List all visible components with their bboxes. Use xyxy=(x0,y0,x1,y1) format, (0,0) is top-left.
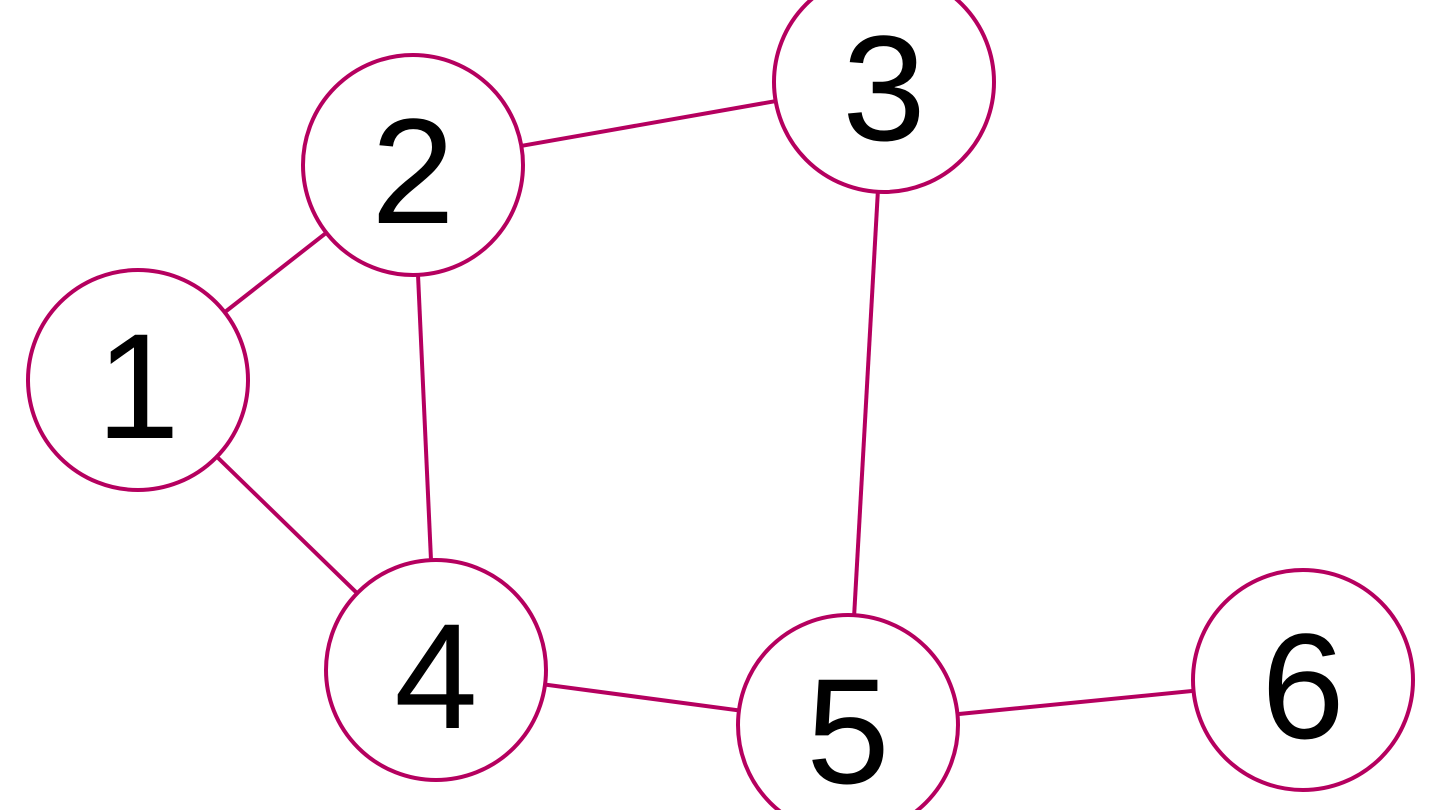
nodes-layer: 1 2 3 4 5 6 xyxy=(26,0,1415,810)
node-label-1: 1 xyxy=(96,302,179,470)
node-label-6: 6 xyxy=(1261,602,1344,770)
node-6: 6 xyxy=(1191,568,1415,792)
node-circle-4 xyxy=(324,558,548,782)
node-label-4: 4 xyxy=(394,592,477,760)
node-circle-3 xyxy=(772,0,996,194)
node-label-5: 5 xyxy=(806,647,889,810)
node-4: 4 xyxy=(324,558,548,782)
node-2: 2 xyxy=(301,53,525,277)
node-circle-1 xyxy=(26,268,250,492)
node-circle-6 xyxy=(1191,568,1415,792)
node-5: 5 xyxy=(736,613,960,810)
node-label-3: 3 xyxy=(842,4,925,172)
node-circle-2 xyxy=(301,53,525,277)
node-circle-5 xyxy=(736,613,960,810)
node-3: 3 xyxy=(772,0,996,194)
node-label-2: 2 xyxy=(371,87,454,255)
node-1: 1 xyxy=(26,268,250,492)
